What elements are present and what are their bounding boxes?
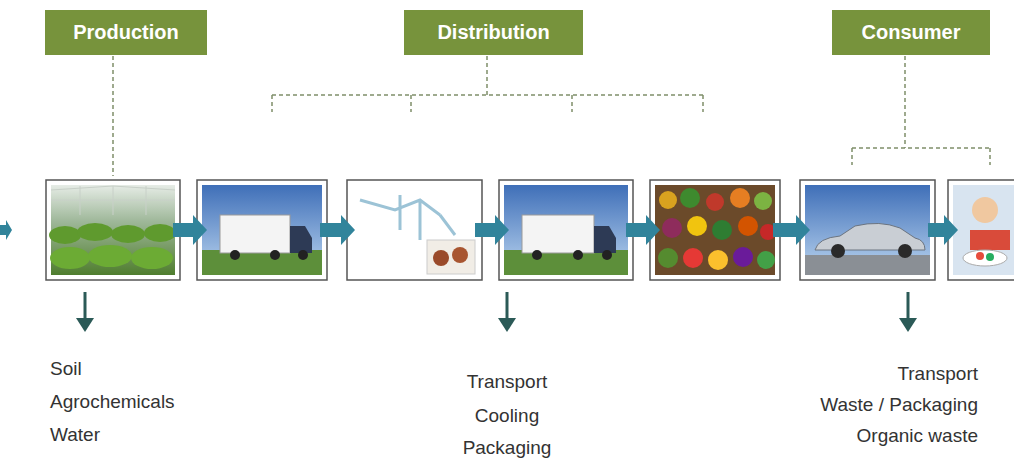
truck-frame: [499, 180, 633, 280]
impact-label: Water: [50, 424, 100, 447]
stage-title: Consumer: [862, 21, 961, 44]
impact-label: Organic waste: [857, 425, 978, 448]
stage-header: Consumer: [832, 10, 990, 55]
greenhouse-frame: [46, 180, 180, 280]
car-frame: [800, 180, 935, 280]
stage-title: Production: [73, 21, 179, 44]
impact-label: Transport: [467, 371, 548, 394]
impact-label: Agrochemicals: [50, 391, 175, 414]
impact-label: Cooling: [475, 405, 539, 428]
stage-title: Distribution: [437, 21, 549, 44]
down-arrows: [76, 292, 917, 332]
processing-frame: [347, 180, 482, 280]
impact-label: Soil: [50, 358, 82, 381]
impact-label: Waste / Packaging: [820, 394, 978, 417]
impact-label: Transport: [897, 363, 978, 386]
stage-header: Distribution: [404, 10, 583, 55]
market-frame: [650, 180, 780, 280]
flow-arrows: [0, 215, 958, 245]
stage-header: Production: [45, 10, 207, 55]
truck-frame: [197, 180, 327, 280]
dashed-leaders: [113, 56, 990, 176]
impact-label: Packaging: [463, 437, 552, 460]
